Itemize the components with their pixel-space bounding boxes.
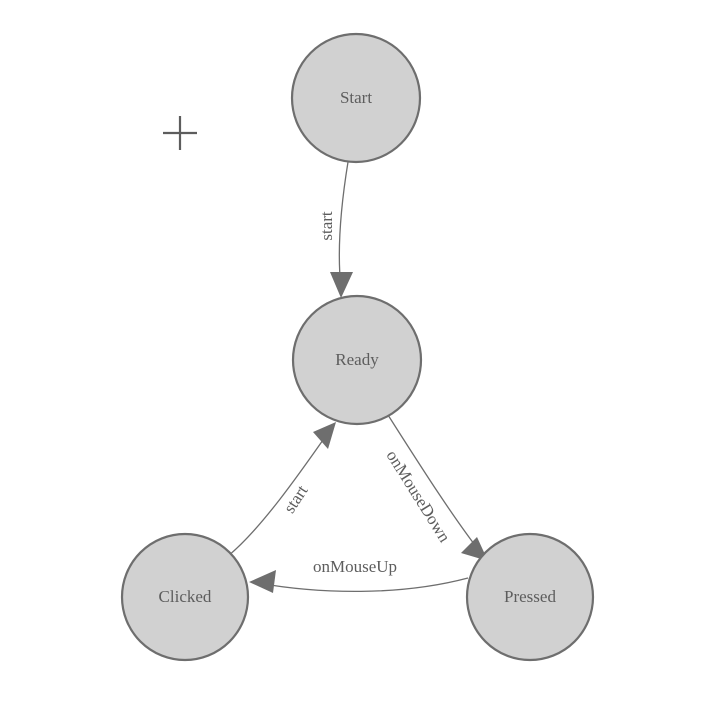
arrowhead-icon <box>249 570 276 593</box>
arrowhead-icon <box>461 537 488 561</box>
node-label: Pressed <box>504 587 556 606</box>
edge-pressed-to-clicked[interactable]: onMouseUp <box>249 557 469 593</box>
node-label: Clicked <box>159 587 212 606</box>
state-node-ready[interactable]: Ready <box>291 294 423 426</box>
edge-label: onMouseUp <box>313 557 397 576</box>
node-circle[interactable] <box>120 532 250 662</box>
edge-label: start <box>317 211 336 241</box>
state-node-pressed[interactable]: Pressed <box>465 532 595 662</box>
edge-line <box>338 161 349 289</box>
edge-line <box>257 577 469 593</box>
edge-ready-to-pressed[interactable]: onMouseDown <box>383 414 488 561</box>
edge-clicked-to-ready[interactable]: start <box>227 422 336 557</box>
edge-start-to-ready[interactable]: start <box>317 161 353 298</box>
node-label: Ready <box>335 350 379 369</box>
node-circle[interactable] <box>465 532 595 662</box>
arrowhead-icon <box>313 422 336 449</box>
state-node-clicked[interactable]: Clicked <box>120 532 250 662</box>
edge-line <box>227 429 331 557</box>
edge-line <box>387 414 482 554</box>
node-circle[interactable] <box>290 32 422 164</box>
node-label: Start <box>340 88 372 107</box>
state-node-start[interactable]: Start <box>290 32 422 164</box>
arrowhead-icon <box>330 272 353 298</box>
edge-label: start <box>280 481 312 516</box>
crosshair-marker[interactable] <box>163 116 197 150</box>
marker-layer <box>163 116 197 150</box>
node-circle[interactable] <box>291 294 423 426</box>
